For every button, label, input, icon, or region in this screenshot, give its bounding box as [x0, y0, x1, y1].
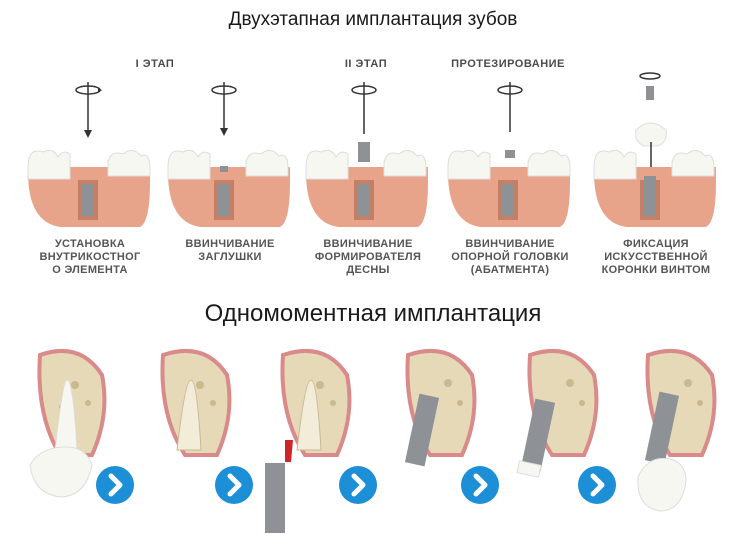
step-2-caption: ВВИНЧИВАНИЕ ЗАГЛУШКИ	[185, 238, 275, 263]
crown	[637, 457, 687, 512]
step-3-caption: ВВИНЧИВАНИЕ ФОРМИРОВАТЕЛЯ ДЕСНЫ	[314, 238, 422, 276]
rotate-icon	[75, 85, 102, 95]
jaw-3-illustration	[265, 345, 375, 545]
implant	[520, 398, 556, 472]
next-arrow-icon	[214, 465, 254, 505]
implant	[644, 391, 680, 465]
tooth-crown	[29, 446, 93, 498]
drill-tip	[285, 440, 293, 462]
one-stage-title: Одномоментная имплантация	[204, 300, 542, 327]
jaw-6-illustration	[630, 345, 740, 545]
cover-screw	[220, 166, 228, 172]
stage-label-1: I ЭТАП	[135, 58, 175, 70]
step-5-caption: ФИКСАЦИЯ ИСКУССТВЕННОЙ КОРОНКИ ВИНТОМ	[601, 238, 711, 276]
jaw-5-illustration	[512, 345, 622, 545]
next-arrow-icon	[95, 465, 135, 505]
jaw-4-illustration	[390, 345, 500, 545]
two-stage-title: Двухэтапная имплантация зубов	[228, 9, 518, 30]
socket	[176, 379, 202, 451]
stage-label-2: II ЭТАП	[344, 58, 388, 70]
step-4-caption: ВВИНЧИВАНИЕ ОПОРНОЙ ГОЛОВКИ (АБАТМЕНТА)	[451, 238, 569, 276]
abutment	[505, 150, 515, 158]
jaw-1-illustration	[20, 345, 130, 545]
next-arrow-icon	[577, 465, 617, 505]
step-1-illustration	[20, 72, 160, 232]
step-1-caption: УСТАНОВКА ВНУТРИКОСТНОГ О ЭЛЕМЕНТА	[39, 238, 141, 276]
implant	[404, 393, 440, 467]
screw	[646, 86, 654, 100]
next-arrow-icon	[460, 465, 500, 505]
crown	[635, 122, 667, 147]
stage-label-3: ПРОТЕЗИРОВАНИЕ	[451, 58, 565, 70]
step-4-illustration	[440, 72, 580, 232]
next-arrow-icon	[338, 465, 378, 505]
implant	[82, 184, 94, 216]
drill	[265, 463, 285, 533]
jaw-2-illustration	[145, 345, 255, 545]
step-5-illustration	[586, 72, 726, 232]
step-2-illustration	[160, 72, 300, 232]
abutment	[516, 460, 542, 478]
step-3-illustration	[298, 72, 438, 232]
tooth-root	[54, 379, 78, 451]
healing-abutment	[358, 142, 370, 162]
rotate-icon	[639, 72, 661, 80]
